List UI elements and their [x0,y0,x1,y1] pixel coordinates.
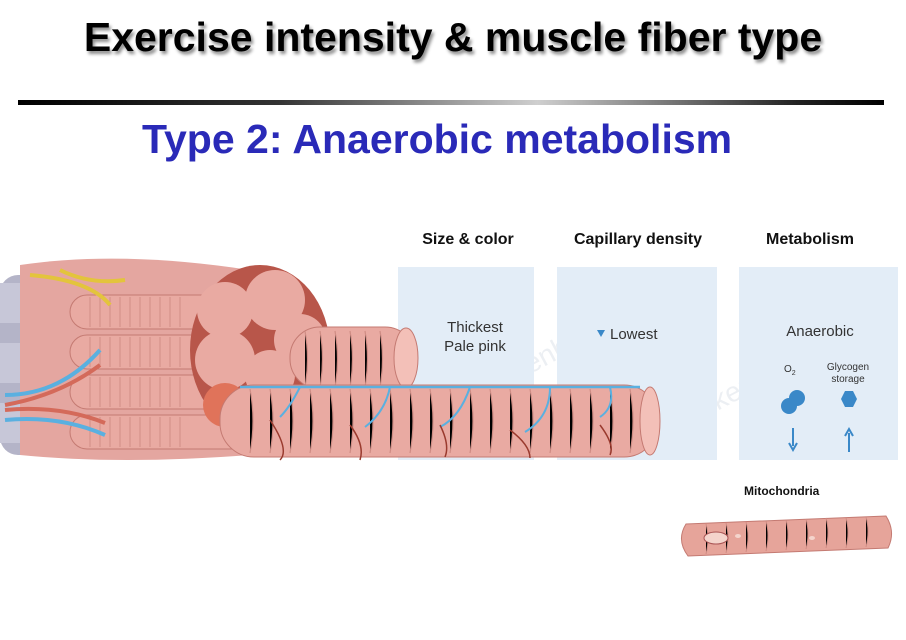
size-text-line1: Thickest [447,319,503,336]
oxygen-label-subscript: 2 [791,370,796,377]
muscle-fiber-illustration [0,258,661,461]
slide-title: Exercise intensity & muscle fiber type [83,14,823,60]
glycogen-up-arrow-icon [844,426,854,452]
capillary-density-value: Lowest [610,326,658,343]
color-text-line2: Pale pink [444,338,506,355]
glycogen-label-line2: storage [831,374,865,385]
header-size-color: Size & color [422,231,514,248]
metabolism-value: Anaerobic [786,323,854,340]
glycogen-storage-label: Glycogen storage [818,362,878,386]
down-arrow-icon [597,330,605,337]
glycogen-hexagon-icon [841,391,857,407]
glycogen-label-line1: Glycogen [826,362,870,373]
mitochondria-label: Mitochondria [744,484,820,498]
mitochondria-fiber-illustration [681,515,892,557]
oxygen-label-o: O [784,364,792,375]
single-muscle-fiber [289,326,419,390]
title-divider [18,100,884,105]
slide-subtitle: Type 2: Anaerobic metabolism [142,116,733,162]
header-metabolism: Metabolism [765,231,854,248]
vessels-and-nerve [4,268,126,437]
long-fiber [219,384,661,461]
oxygen-molecule-icon [781,390,805,414]
oxygen-down-arrow-icon [788,428,798,453]
header-capillary-density: Capillary density [573,231,703,248]
oxygen-label: O2 [784,364,796,380]
panel-metabolism [739,267,898,460]
